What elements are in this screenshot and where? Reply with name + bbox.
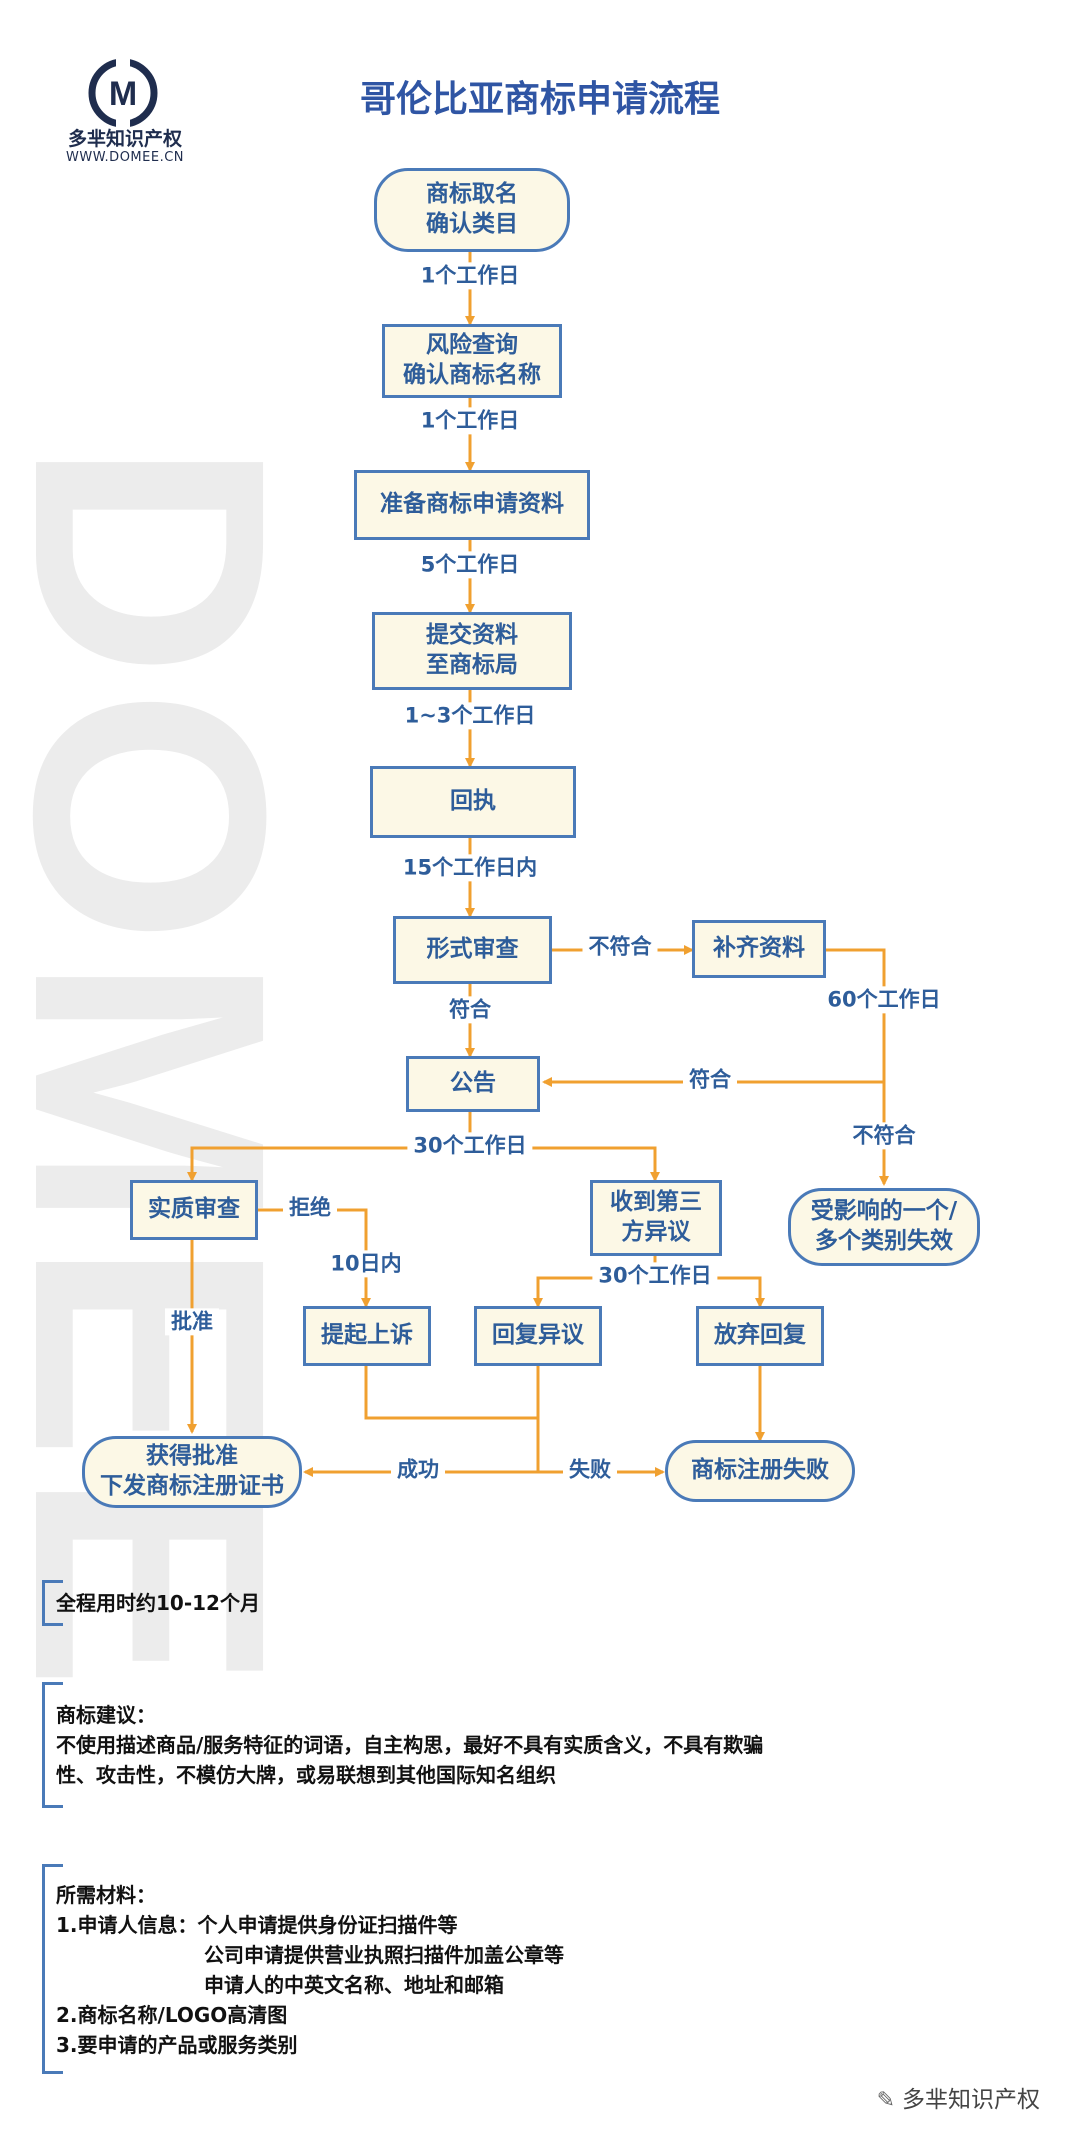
wechat-icon: ✎	[876, 2088, 902, 2113]
note-bracket-materials	[42, 1864, 63, 2074]
node-prepare-materials: 准备商标申请资料	[354, 470, 590, 540]
edge-label-7: 符合	[443, 996, 497, 1024]
materials-item-3: 3.要申请的产品或服务类别	[56, 2033, 298, 2057]
edge-label-3: 5个工作日	[414, 551, 526, 579]
edge-label-17: 失败	[563, 1456, 617, 1484]
logo: M	[88, 58, 158, 128]
note-bracket-duration	[42, 1580, 63, 1626]
materials-item-1b: 公司申请提供营业执照扫描件加盖公章等	[204, 1943, 564, 1967]
node-trademark-naming: 商标取名 确认类目	[374, 168, 570, 252]
edge-label-10: 不符合	[846, 1122, 922, 1150]
node-supplement: 补齐资料	[692, 920, 826, 978]
edge-label-15: 30个工作日	[592, 1262, 718, 1290]
node-submit-materials: 提交资料 至商标局	[372, 612, 572, 690]
footer-brand: ✎ 多芈知识产权	[877, 2080, 1040, 2114]
logo-letter: M	[109, 75, 137, 113]
node-reply-opposition: 回复异议	[474, 1306, 602, 1366]
arrow-to-9	[187, 1146, 470, 1182]
logo-m-icon: M	[88, 58, 158, 128]
edge-label-11: 30个工作日	[407, 1132, 533, 1160]
line-12-merge	[364, 1366, 538, 1420]
node-appeal: 提起上诉	[303, 1306, 431, 1366]
page-title: 哥伦比亚商标申请流程	[359, 79, 720, 120]
node-registration-failed: 商标注册失败	[665, 1440, 855, 1502]
materials-item-1: 1.申请人信息：个人申请提供身份证扫描件等	[56, 1913, 458, 1937]
materials-item-1c: 申请人的中英文名称、地址和邮箱	[204, 1973, 504, 1997]
footer-brand-name: 多芈知识产权	[902, 2087, 1040, 2113]
note-duration: 全程用时约10-12个月	[56, 1591, 260, 1615]
node-formal-exam: 形式审查	[393, 916, 552, 984]
edge-label-8: 60个工作日	[821, 986, 947, 1014]
line-7-down	[826, 948, 886, 1082]
edge-label-6: 不符合	[582, 933, 658, 961]
advice-line-1: 不使用描述商品/服务特征的词语，自主构思，最好不具有实质含义，不具有欺骗	[56, 1733, 764, 1757]
brand-url: WWW.DOMEE.CN	[65, 150, 185, 165]
materials-item-2: 2.商标名称/LOGO高清图	[56, 2003, 288, 2027]
edge-label-12: 拒绝	[283, 1194, 337, 1222]
node-abandon-reply: 放弃回复	[696, 1306, 824, 1366]
edge-label-9: 符合	[683, 1066, 737, 1094]
brand-name: 多芈知识产权	[67, 128, 182, 150]
edge-label-5: 15个工作日内	[396, 854, 544, 882]
edge-label-4: 1~3个工作日	[398, 702, 542, 730]
node-class-invalid: 受影响的一个/ 多个类别失效	[788, 1188, 980, 1266]
node-third-party-opposition: 收到第三 方异议	[590, 1180, 722, 1256]
materials-title: 所需材料：	[56, 1883, 156, 1907]
advice-line-2: 性、攻击性，不模仿大牌，或易联想到其他国际知名组织	[56, 1763, 556, 1787]
edge-label-1: 1个工作日	[414, 262, 526, 290]
note-bracket-advice	[42, 1682, 63, 1808]
node-receipt: 回执	[370, 766, 576, 838]
edge-label-14: 批准	[165, 1308, 219, 1336]
edge-label-13: 10日内	[324, 1250, 408, 1278]
edge-label-2: 1个工作日	[414, 407, 526, 435]
node-approved-certificate: 获得批准 下发商标注册证书	[82, 1436, 302, 1508]
node-risk-search: 风险查询 确认商标名称	[382, 324, 562, 398]
node-publication: 公告	[406, 1056, 540, 1112]
advice-title: 商标建议：	[56, 1703, 156, 1727]
edge-label-16: 成功	[391, 1456, 445, 1484]
node-substantive-exam: 实质审查	[130, 1180, 258, 1240]
